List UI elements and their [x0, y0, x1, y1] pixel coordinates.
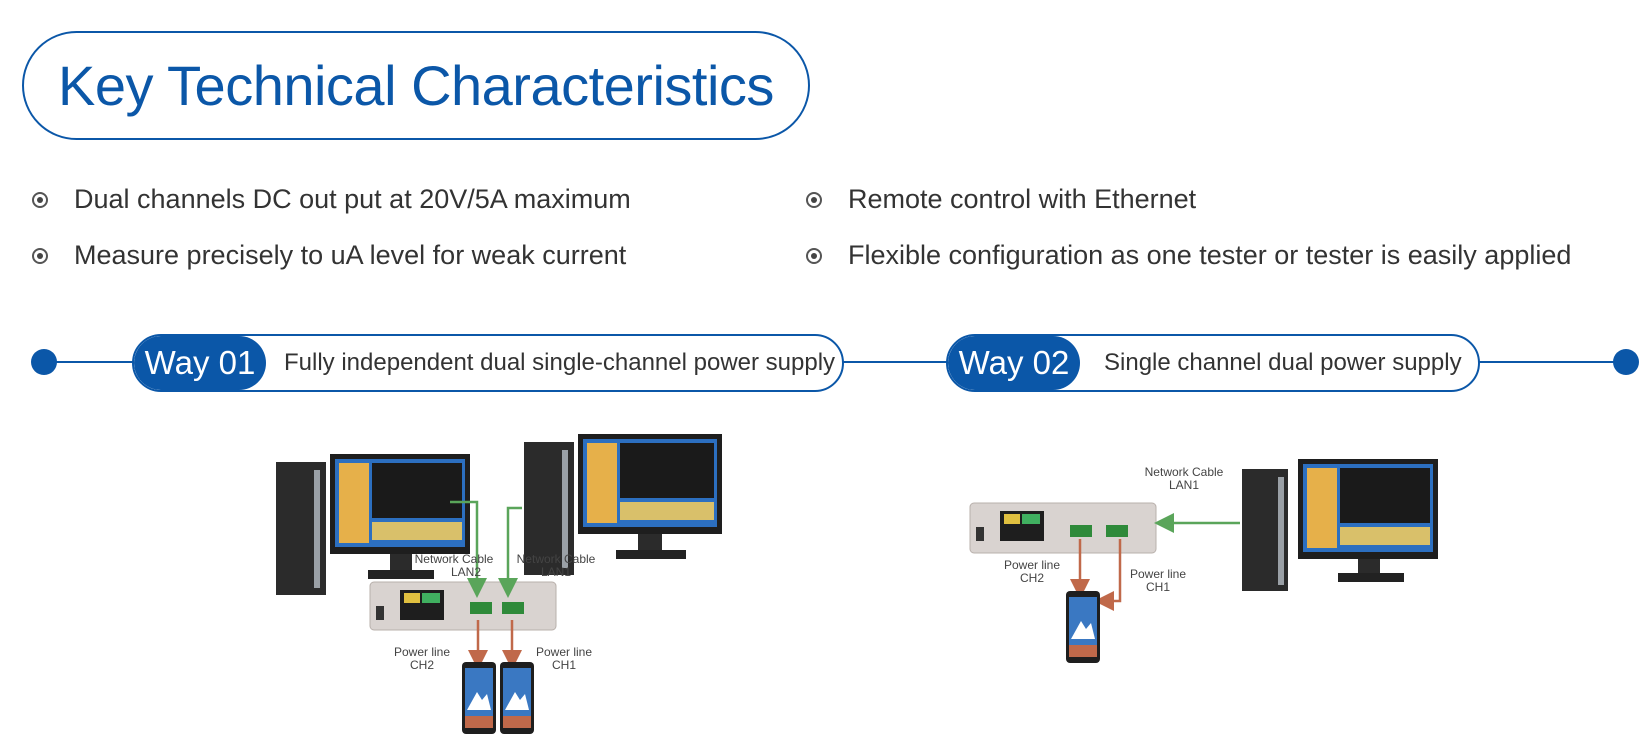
way-02-label: Way 02 [948, 336, 1080, 390]
page-title: Key Technical Characteristics [58, 54, 774, 117]
ch-label-right: CH1 [552, 658, 576, 672]
phone-ch1 [500, 662, 534, 734]
diagram-way-02: Network Cable LAN1 Power line CH2 Power … [968, 455, 1448, 685]
ch-label-left: CH2 [1020, 571, 1044, 585]
way-01-description: Fully independent dual single-channel po… [284, 349, 836, 376]
bullet-text: Measure precisely to uA level for weak c… [74, 240, 627, 270]
lan-label-right: LAN1 [541, 565, 571, 579]
phone-ch2 [462, 662, 496, 734]
diagram-way-01: Network Cable LAN2 Network Cable LAN1 Po… [272, 430, 732, 740]
network-cable-label-left: Network Cable [415, 552, 494, 566]
power-line-label-right: Power line [536, 645, 592, 659]
bullet-measure: Measure precisely to uA level for weak c… [32, 240, 626, 271]
title-pill: Key Technical Characteristics [22, 31, 810, 140]
lan-label-left: LAN2 [451, 565, 481, 579]
bullet-icon [806, 247, 822, 264]
power-line-label-left: Power line [394, 645, 450, 659]
bullet-icon [32, 247, 48, 264]
power-line-label-right: Power line [1130, 567, 1186, 581]
way-02-pill: Way 02 Single channel dual power supply [946, 334, 1480, 392]
bullet-remote: Remote control with Ethernet [806, 184, 1196, 215]
phone [1066, 591, 1100, 663]
way-01-label: Way 01 [134, 336, 266, 390]
bullet-flexible: Flexible configuration as one tester or … [806, 240, 1571, 271]
timeline-start-dot [31, 349, 57, 375]
desktop-pc-left [276, 454, 470, 595]
desktop-pc-right [524, 434, 722, 575]
way-01-pill: Way 01 Fully independent dual single-cha… [132, 334, 844, 392]
bullet-text: Remote control with Ethernet [848, 184, 1197, 214]
desktop-pc [1242, 459, 1438, 591]
way-02-description: Single channel dual power supply [1104, 349, 1462, 376]
power-supply-unit [369, 581, 557, 631]
ch-label-left: CH2 [410, 658, 434, 672]
network-cable-label-right: Network Cable [517, 552, 596, 566]
power-supply-unit [969, 502, 1157, 554]
bullet-text: Dual channels DC out put at 20V/5A maxim… [74, 184, 631, 214]
network-cable-label: Network Cable [1145, 465, 1224, 479]
timeline-end-dot [1613, 349, 1639, 375]
ch-label-right: CH1 [1146, 580, 1170, 594]
power-line-label-left: Power line [1004, 558, 1060, 572]
bullet-dual-channels: Dual channels DC out put at 20V/5A maxim… [32, 184, 631, 215]
bullet-icon [806, 191, 822, 208]
bullet-text: Flexible configuration as one tester or … [848, 240, 1572, 270]
lan-label: LAN1 [1169, 478, 1199, 492]
bullet-icon [32, 191, 48, 208]
